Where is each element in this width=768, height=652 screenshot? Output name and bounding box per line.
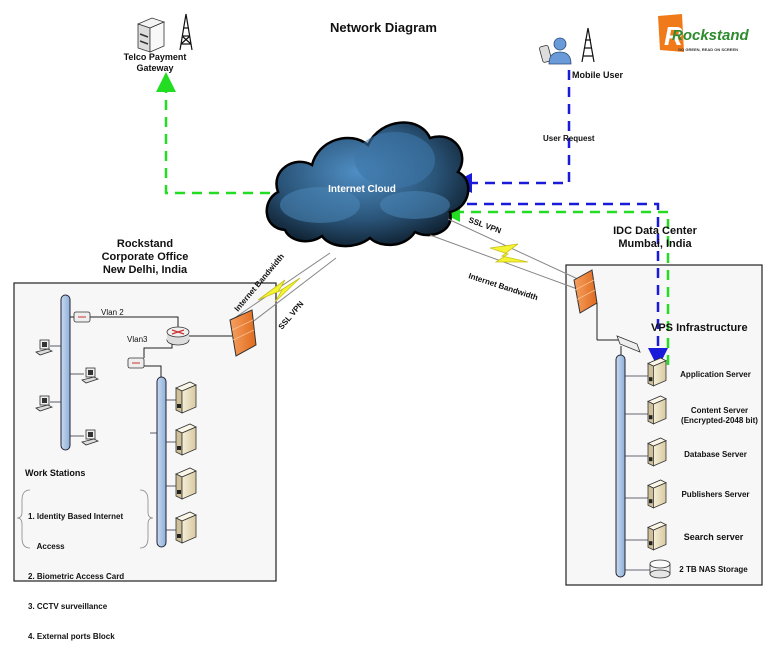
office-title-line1: Rockstand: [116, 238, 174, 250]
telco-label-line2: Gateway: [136, 63, 174, 73]
server-label-content: Content Server (Encrypted-2048 bit): [672, 406, 767, 426]
logo-brand: Rockstand: [672, 27, 750, 44]
server-label-database: Database Server: [668, 450, 763, 459]
server-name: Database Server: [684, 450, 747, 459]
network-diagram-canvas: Internet Cloud Internet Bandwidth SSL VP…: [13, 13, 763, 586]
svg-text:R: R: [664, 21, 683, 51]
policy-item: 3. CCTV surveillance: [28, 602, 108, 611]
logo-tagline: GO GREEN, READ ON SCREEN: [678, 47, 738, 52]
server-subtitle: (Encrypted-2048 bit): [681, 416, 758, 425]
server-name: Publishers Server: [681, 490, 750, 499]
switch-icon: [73, 311, 91, 323]
radio-tower-icon: [179, 13, 193, 51]
server-icon: [647, 437, 667, 467]
mobile-phone-icon: [539, 45, 552, 63]
server-name: Search server: [683, 532, 744, 542]
internet-cloud-icon: [265, 121, 470, 248]
server-name: 2 TB NAS Storage: [679, 565, 748, 574]
data-center-title: IDC Data Center Mumbai, India: [605, 225, 705, 251]
corporate-office-title: Rockstand Corporate Office New Delhi, In…: [90, 238, 200, 277]
workstation-icon: [35, 395, 54, 412]
nas-storage-icon: [649, 559, 671, 579]
server-label-nas: 2 TB NAS Storage: [666, 565, 761, 574]
server-icon: [647, 395, 667, 425]
workstation-icon: [35, 339, 54, 356]
blue-flow-user-request: [452, 70, 571, 193]
server-label-search: Search server: [666, 532, 761, 542]
server-name: Content Server: [690, 406, 749, 415]
dc-title-line2: Mumbai, India: [618, 238, 692, 250]
workstation-bus: [60, 294, 71, 451]
server-icon: [647, 521, 667, 551]
left-vpn-label: SSL VPN: [277, 299, 306, 331]
user-request-label: User Request: [543, 134, 595, 143]
server-icon: [175, 511, 197, 544]
lightning-icon: [257, 277, 301, 303]
server-icon: [647, 479, 667, 509]
page-title: Network Diagram: [330, 20, 437, 35]
vps-infrastructure-label: VPS Infrastructure: [651, 322, 748, 334]
switch-icon: [616, 335, 641, 353]
office-title-line2: Corporate Office: [101, 251, 189, 263]
server-icon: [175, 467, 197, 500]
telco-label-line1: Telco Payment: [123, 52, 187, 62]
policy-item: Access: [28, 542, 65, 551]
server-icon: [175, 423, 197, 456]
user-icon: [548, 37, 572, 65]
switch-icon: [127, 357, 145, 369]
workstation-icon: [81, 429, 100, 446]
green-flow-datacenter: [440, 202, 670, 365]
right-bandwidth-label: Internet Bandwidth: [467, 271, 539, 302]
server-icon: [647, 357, 667, 387]
office-title-line3: New Delhi, India: [102, 264, 188, 276]
datacenter-bus: [615, 354, 626, 578]
router-icon: [166, 326, 190, 346]
dc-title-line1: IDC Data Center: [613, 225, 697, 237]
cloud-label: Internet Cloud: [328, 184, 396, 195]
right-wan-links: [429, 218, 581, 291]
security-policies-list: 1. Identity Based Internet Access 2. Bio…: [28, 492, 124, 652]
policy-item: 1. Identity Based Internet: [28, 512, 124, 521]
server-name: Application Server: [680, 370, 751, 379]
server-icon: [175, 381, 197, 414]
payment-gateway-server-icon: [136, 17, 166, 53]
workstation-icon: [81, 367, 100, 384]
policy-item: 4. External ports Block: [28, 632, 115, 641]
lightning-icon: [489, 243, 529, 263]
rockstand-logo: R Rockstand GO GREEN, READ ON SCREEN: [658, 14, 750, 52]
firewall-icon: [229, 309, 257, 357]
blue-flow-to-app-server: [450, 202, 668, 368]
telco-label: Telco Payment Gateway: [110, 52, 200, 74]
brace-right: [139, 489, 154, 549]
radio-tower-icon: [581, 27, 595, 63]
brace-left: [16, 489, 31, 549]
right-vpn-label: SSL VPN: [467, 215, 502, 235]
workstations-label: Work Stations: [25, 468, 86, 478]
vlan3-label: Vlan3: [127, 335, 148, 344]
vlan2-label: Vlan 2: [101, 308, 124, 317]
server-label-publishers: Publishers Server: [668, 490, 763, 499]
mobile-user-label: Mobile User: [572, 70, 624, 80]
server-label-application: Application Server: [668, 370, 763, 379]
green-flow-telco: [156, 72, 270, 195]
policy-item: 2. Biometric Access Card: [28, 572, 125, 581]
server-bus: [156, 376, 167, 548]
left-wan-links: [235, 252, 337, 331]
